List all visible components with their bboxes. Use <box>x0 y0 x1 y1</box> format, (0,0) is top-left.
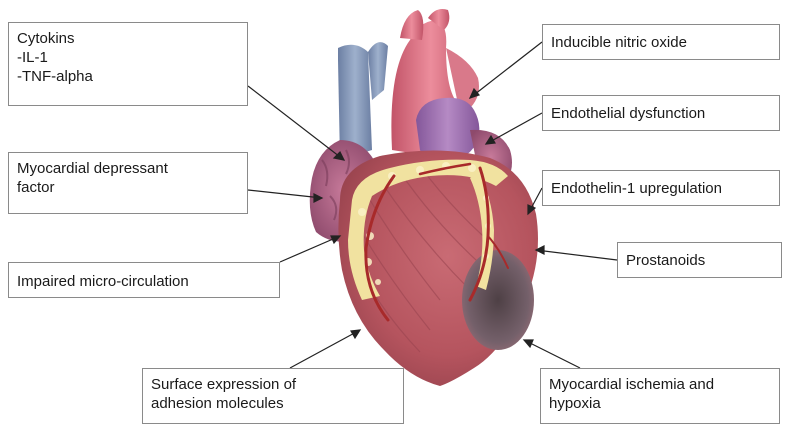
label-prostanoids: Prostanoids <box>617 242 782 278</box>
label-myocardial-depressant-factor: Myocardial depressant factor <box>8 152 248 214</box>
label-surface-expression: Surface expression of adhesion molecules <box>142 368 404 424</box>
label-myocardial-ischemia: Myocardial ischemia and hypoxia <box>540 368 780 424</box>
ischemic-region <box>462 250 534 350</box>
label-inducible-nitric-oxide: Inducible nitric oxide <box>542 24 780 60</box>
label-cytokines: Cytokins -IL-1 -TNF-alpha <box>8 22 248 106</box>
label-endothelial-dysfunction: Endothelial dysfunction <box>542 95 780 131</box>
label-impaired-microcirculation: Impaired micro-circulation <box>8 262 280 298</box>
label-endothelin-upregulation: Endothelin-1 upregulation <box>542 170 780 206</box>
